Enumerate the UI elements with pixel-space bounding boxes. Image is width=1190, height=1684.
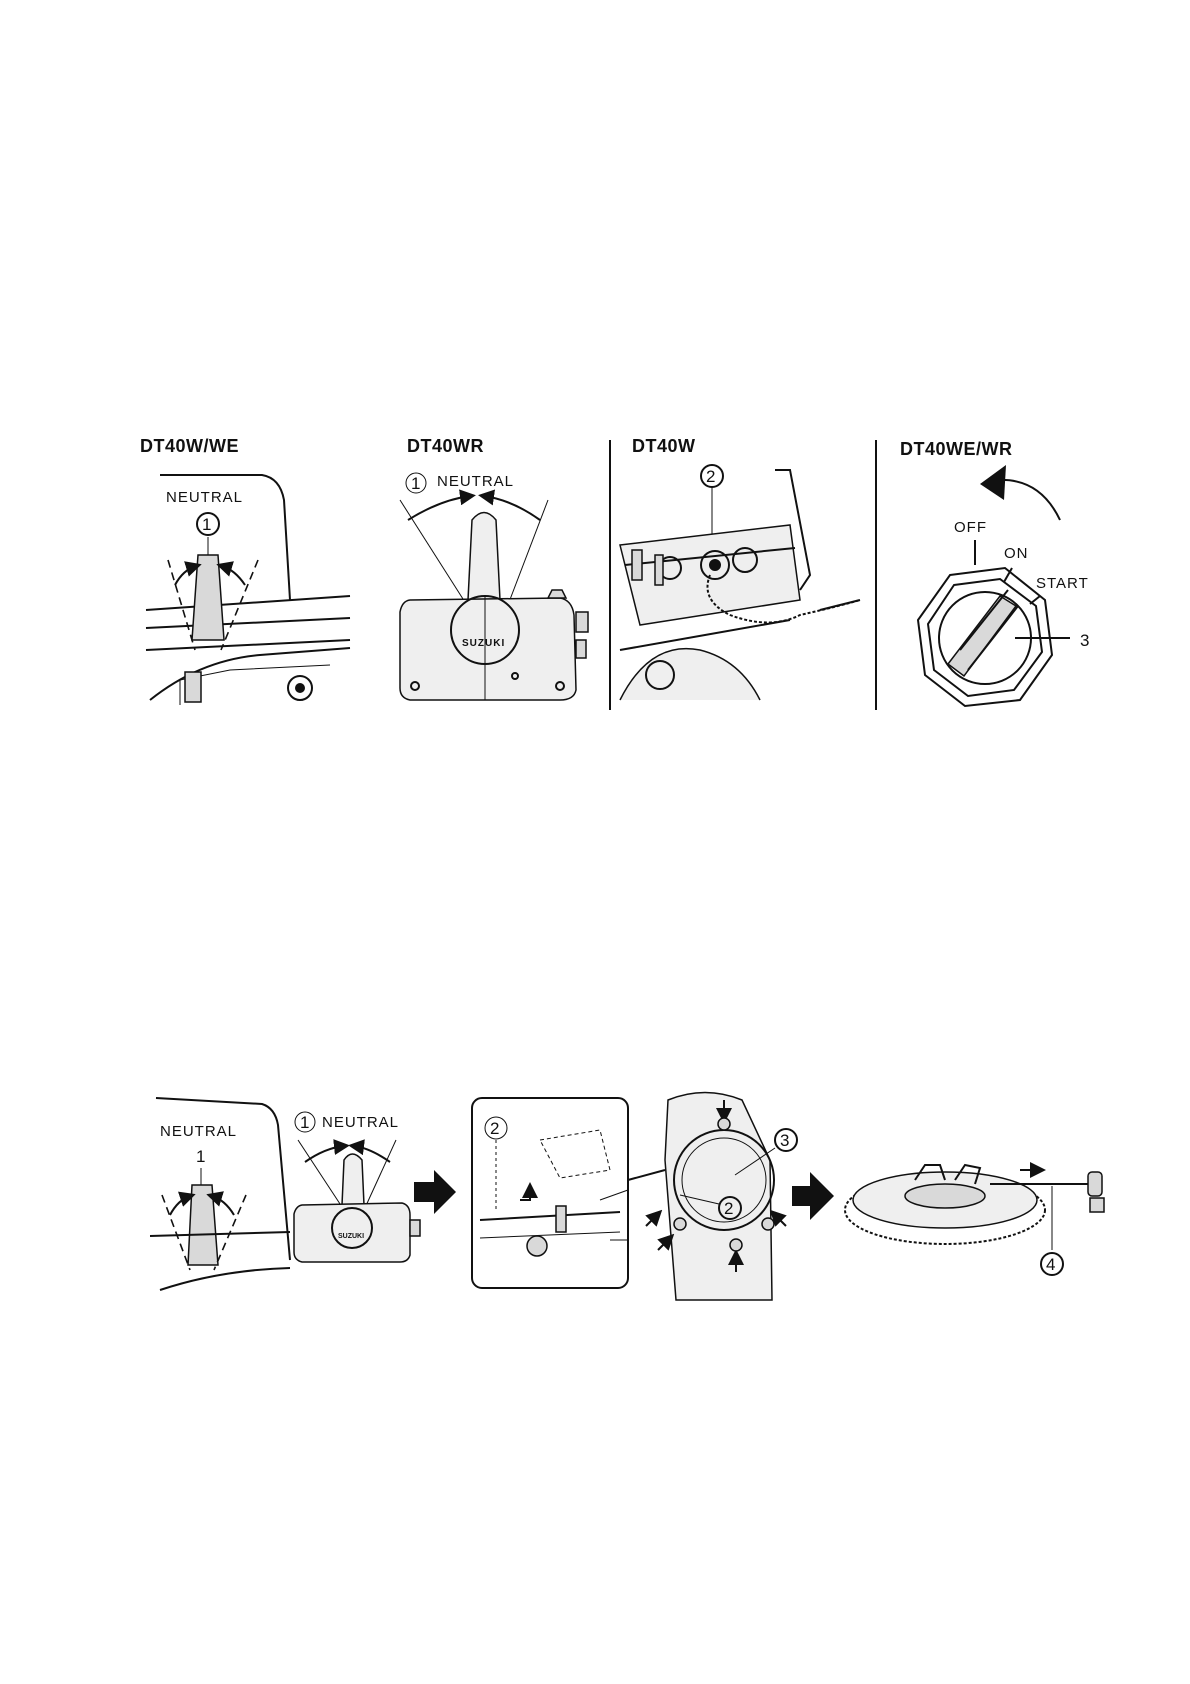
start-label: START (1036, 575, 1089, 592)
arrow-reverse-icon (348, 1139, 391, 1163)
panel-dt40wr: DT40WR 1 NEUTRAL SUZUKI (399, 436, 589, 701)
neutral-label: NEUTRAL (322, 1114, 399, 1131)
callout-number: 1 (411, 474, 420, 493)
remote-lever (467, 511, 501, 601)
flywheel-ring-gear (844, 1175, 1046, 1245)
arrow-right-icon (206, 1191, 235, 1216)
callout-number: 2 (490, 1119, 499, 1138)
step-arrow-icon (792, 1172, 834, 1220)
gear-lever (191, 554, 225, 641)
panel-dt40we-wr: DT40WE/WR OFF ON START 3 (900, 439, 1089, 708)
arrow-left-icon (169, 1191, 196, 1216)
brand-text: SUZUKI (338, 1233, 364, 1240)
arrow-counterclockwise-icon (980, 465, 1006, 500)
remote-control-box (293, 1202, 411, 1263)
bottom-detail-inset: 2 (471, 1097, 666, 1289)
bottom-flywheel-cover: 3 2 (645, 1091, 798, 1301)
bottom-remote-lever: 1 NEUTRAL SUZUKI (293, 1111, 421, 1263)
on-label: ON (1004, 545, 1029, 562)
engine-outline (664, 1091, 773, 1301)
remote-lever (341, 1153, 365, 1206)
step-arrow-icon (414, 1170, 456, 1214)
callout-circle (196, 512, 220, 536)
callout-number: 3 (1080, 631, 1089, 650)
callout-number: 3 (780, 1131, 789, 1150)
bottom-tiller-lever: NEUTRAL 1 (149, 1097, 291, 1291)
arrow-right-icon (216, 561, 246, 586)
panel-dt40w: DT40W 2 (619, 436, 861, 701)
arrow-diagonal-icon (645, 1209, 663, 1227)
engine-block (619, 647, 761, 701)
neutral-label: NEUTRAL (437, 473, 514, 490)
arrow-reverse-icon (478, 489, 541, 521)
brand-text: SUZUKI (462, 638, 505, 649)
callout-number: 4 (1046, 1255, 1055, 1274)
remote-control-box (399, 597, 577, 701)
callout-number: 2 (706, 467, 715, 486)
off-label: OFF (954, 519, 987, 536)
neutral-label: NEUTRAL (166, 489, 243, 506)
arrow-diagonal-icon (769, 1209, 787, 1227)
panel-title: DT40WR (407, 436, 484, 456)
callout-number: 1 (196, 1147, 205, 1166)
arrow-left-icon (174, 561, 202, 586)
panel-dt40w-we: DT40W/WE NEUTRAL 1 (140, 436, 351, 705)
arrow-up-icon (520, 1182, 538, 1201)
panel-title: DT40W (632, 436, 696, 456)
arrow-forward-icon (407, 489, 476, 521)
engine-cowl (160, 474, 291, 601)
neutral-label: NEUTRAL (160, 1123, 237, 1140)
panel-title: DT40WE/WR (900, 439, 1013, 459)
callout-number: 1 (202, 515, 211, 534)
bottom-flywheel: 4 (844, 1162, 1105, 1276)
arrow-diagonal-icon (657, 1233, 675, 1251)
ignition-switch-housing (916, 566, 1054, 708)
callout-number: 2 (724, 1199, 733, 1218)
arrow-forward-icon (304, 1139, 350, 1163)
callout-number: 1 (300, 1113, 309, 1132)
engine-cowl (155, 1097, 291, 1261)
panel-title: DT40W/WE (140, 436, 239, 456)
